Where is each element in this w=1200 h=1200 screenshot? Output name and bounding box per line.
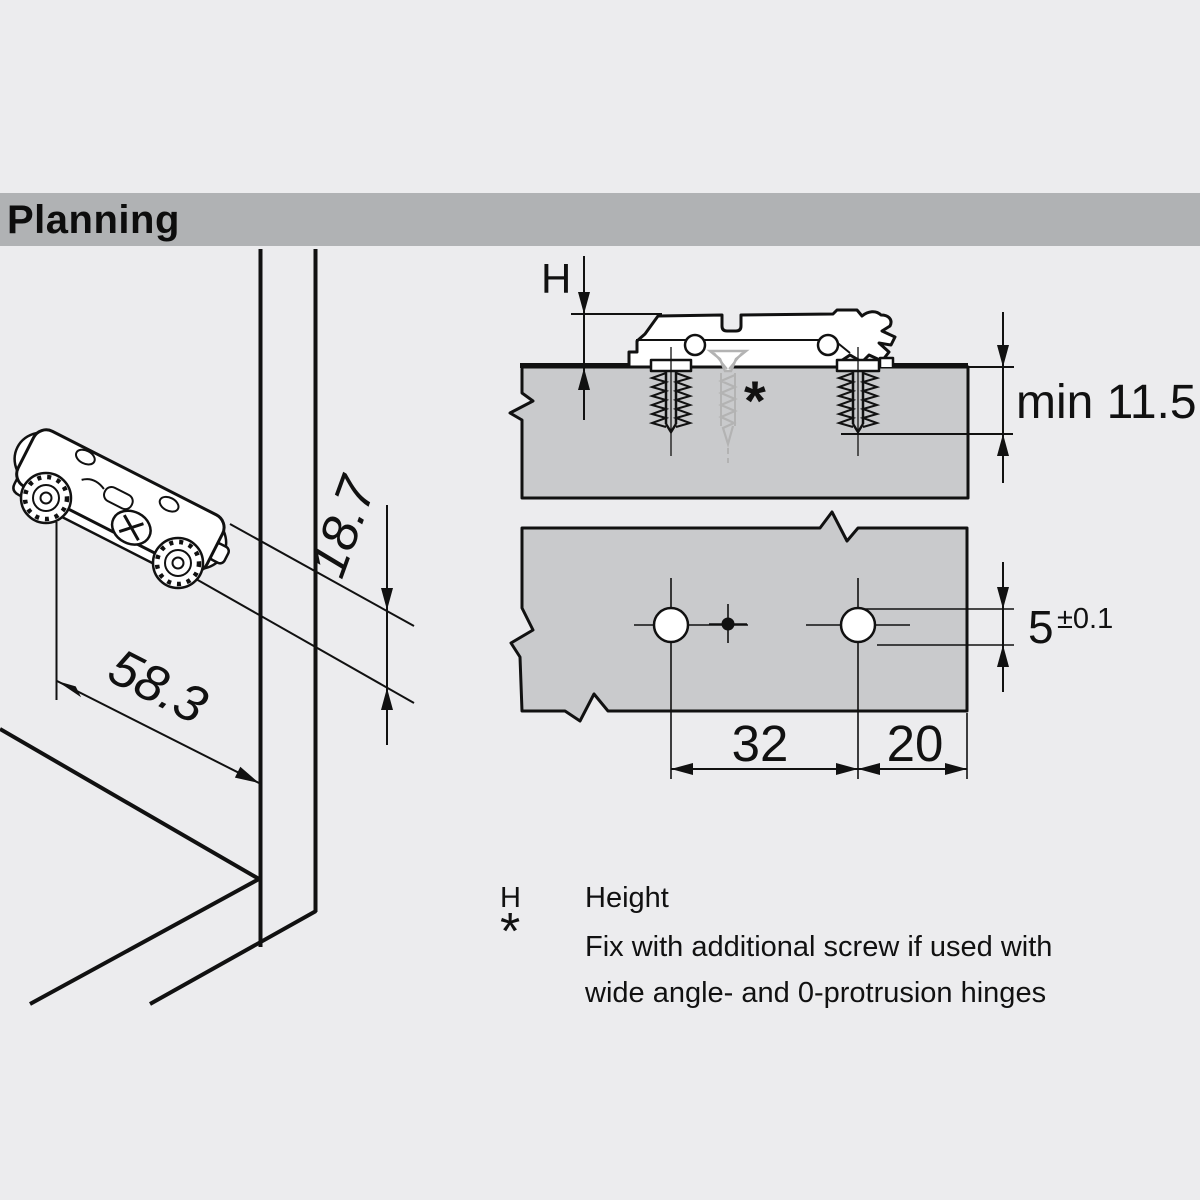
dim-32: 32 <box>732 715 789 772</box>
panel-section <box>508 365 970 500</box>
drilling-plan-view: 5 ±0.1 32 20 <box>509 510 1113 779</box>
cabinet-panel-edges <box>0 249 318 1006</box>
dim-min-11-5: min 11.5 <box>1016 376 1197 429</box>
mounting-plate-isometric <box>12 428 230 590</box>
optional-screw-position <box>721 617 735 631</box>
dowel-front-left <box>19 471 73 525</box>
expanding-dowel-right <box>835 347 881 456</box>
mounting-plate-section <box>627 308 897 373</box>
dim-18-7: 18.7 <box>298 468 388 585</box>
section-view: * H min 11.5 <box>508 255 1197 500</box>
h-dimension <box>571 256 662 420</box>
iso-dimension-arrows <box>57 588 393 783</box>
page-title: Planning <box>7 197 180 242</box>
section-header-bar: Planning <box>0 193 1200 246</box>
drill-hole-left <box>652 606 690 644</box>
panel-plan <box>509 510 969 723</box>
dim-h-label: H <box>541 255 571 302</box>
min-depth-dimension <box>968 312 1014 483</box>
expanding-dowel-left <box>648 347 694 456</box>
dim-20: 20 <box>887 715 944 772</box>
hole-offset-dimension <box>865 562 1014 692</box>
dim-5-value: 5 <box>1028 601 1054 653</box>
dim-58-3: 58.3 <box>99 638 216 736</box>
spacing-dimension <box>671 713 968 779</box>
isometric-view: 58.3 18.7 <box>0 249 415 1006</box>
optional-screw <box>706 349 750 463</box>
drill-hole-right <box>839 606 877 644</box>
optional-screw-marker: * <box>744 369 766 432</box>
dim-5-tolerance: ±0.1 <box>1057 603 1113 635</box>
dowel-front-right <box>151 536 205 590</box>
